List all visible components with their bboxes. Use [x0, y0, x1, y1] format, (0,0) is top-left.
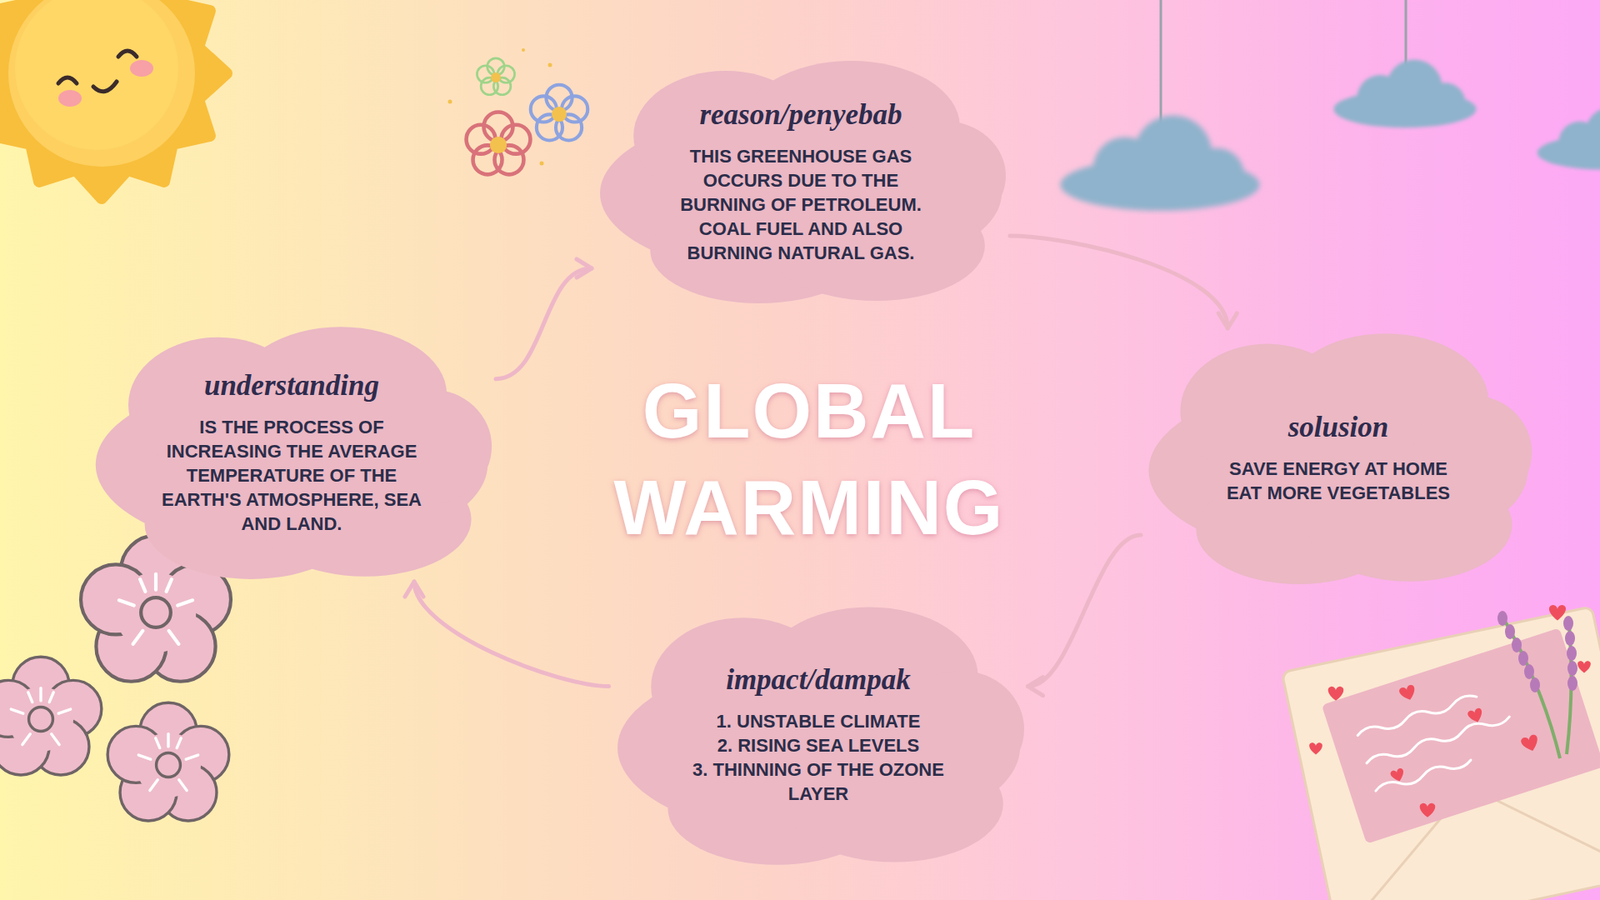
cloud-box: understanding IS THE PROCESS OF INCREASIN…	[87, 321, 496, 582]
connector-arrow	[495, 259, 592, 380]
scattered-hearts	[1309, 605, 1591, 818]
envelope-illustration-part-part	[1390, 767, 1406, 784]
connector-line	[495, 268, 592, 380]
cloud-heading: impact/dampak	[684, 662, 953, 698]
cloud-heading: solusion	[1213, 410, 1464, 445]
hanging-clouds-part	[1405, 0, 1408, 69]
cloud-content: solusionSAVE ENERGY AT HOMEEAT MORE VEGE…	[1211, 410, 1465, 505]
connector-arrow	[1028, 535, 1142, 696]
arrow-head	[576, 259, 592, 278]
cloud-content: understanding IS THE PROCESS OF INCREASIN…	[160, 368, 423, 536]
cloud-body-text: 1. UNSTABLE CLIMATE	[684, 709, 953, 734]
doodle-flowers-part	[466, 111, 531, 175]
cloud-body-text: IS THE PROCESS OF INCREASING THE AVERAGE…	[160, 415, 423, 536]
hanging-clouds-part	[1060, 115, 1260, 210]
doodle-flowers-part	[530, 85, 589, 141]
scattered-hearts-part	[1420, 803, 1436, 818]
doodle-flowers-part	[476, 58, 515, 95]
connector-arrow	[1010, 235, 1237, 329]
lavender-sprig	[1497, 610, 1578, 759]
lavender-sprig-part-part	[1518, 650, 1529, 666]
doodle-flowers-part-part	[448, 100, 453, 105]
doodle-flowers	[448, 48, 589, 175]
lavender-sprig-part-part	[1566, 645, 1577, 661]
connector-line	[1028, 535, 1142, 687]
lavender-sprig-part-part	[1567, 660, 1578, 676]
pink-flowers-part	[0, 656, 102, 775]
lavender-sprig-part-part	[1511, 637, 1522, 653]
lavender-sprig-part-part	[1530, 677, 1540, 693]
envelope-illustration	[1281, 606, 1600, 900]
envelope-illustration-part-part-part	[1356, 692, 1479, 740]
arrow-head	[1218, 313, 1237, 329]
envelope-illustration-part	[1281, 606, 1600, 900]
connector-line	[414, 581, 610, 687]
cloud-heading: understanding	[160, 368, 423, 404]
connector-arrow	[405, 581, 610, 687]
cloud-body-text: 2. RISING SEA LEVELS	[684, 733, 953, 758]
pink-flowers-part	[107, 702, 230, 821]
envelope-illustration-part	[1321, 627, 1600, 844]
cloud-body-text: SAVE ENERGY AT HOME	[1213, 456, 1464, 481]
sun-illustration-part	[118, 50, 137, 57]
lavender-sprig-part-part	[1567, 675, 1578, 691]
cloud-heading: reason/penyebab	[666, 97, 935, 133]
sun-illustration-part	[0, 0, 227, 199]
hanging-clouds	[1060, 0, 1600, 211]
envelope-illustration-part-part-part	[1374, 755, 1472, 795]
envelope-illustration-part-part	[1398, 684, 1418, 703]
doodle-flowers-part	[448, 48, 553, 166]
sun-illustration-part	[15, 0, 179, 150]
envelope-illustration-part-part-part	[1365, 712, 1511, 767]
doodle-flowers-part-part	[540, 161, 545, 166]
sun-illustration-part	[130, 60, 154, 77]
sun-illustration-part	[93, 81, 117, 92]
envelope-illustration-part-part	[1466, 707, 1485, 725]
lavender-sprig-part-part	[1497, 610, 1508, 626]
hanging-clouds-part	[1160, 0, 1163, 124]
lavender-sprig-part-part	[1565, 630, 1575, 646]
connector-line	[1010, 235, 1228, 329]
scattered-hearts-part	[1549, 605, 1566, 620]
lavender-sprig-part-part	[1563, 615, 1574, 631]
cloud-body-text: THIS GREENHOUSE GAS OCCURS DUE TO THE BU…	[666, 144, 935, 265]
cloud-box: impact/dampak 1. UNSTABLE CLIMATE2. RISIN…	[609, 601, 1029, 868]
cloud-body-text: EAT MORE VEGETABLES	[1213, 480, 1464, 505]
sun-illustration	[0, 0, 227, 199]
diagram-title: GLOBAL WARMING	[600, 362, 1018, 556]
arrow-head	[405, 581, 424, 597]
cloud-content: impact/dampak 1. UNSTABLE CLIMATE2. RISIN…	[684, 662, 953, 806]
cloud-shape	[609, 601, 1029, 868]
hanging-clouds-part	[1537, 107, 1600, 170]
sun-illustration-part	[8, 0, 195, 167]
doodle-flowers-part-part	[548, 63, 553, 68]
scattered-hearts-part	[1309, 742, 1323, 755]
envelope-illustration-part-part	[1520, 733, 1541, 754]
cloud-content: reason/penyebabTHIS GREENHOUSE GAS OCCUR…	[666, 97, 935, 265]
doodle-flowers-part-part	[521, 48, 525, 52]
envelope-illustration-part-part	[1356, 685, 1520, 795]
scattered-hearts-part	[1577, 660, 1591, 673]
envelope-illustration-part-part	[1321, 627, 1600, 844]
cloud-box: reason/penyebabTHIS GREENHOUSE GAS OCCUR…	[591, 55, 1010, 306]
cloud-body-text: 3. THINNING OF THE OZONE LAYER	[684, 757, 953, 806]
sun-illustration-part	[58, 90, 82, 107]
pink-flowers	[0, 535, 231, 821]
arrow-head	[1028, 677, 1044, 696]
hanging-clouds-part	[1333, 59, 1476, 128]
lavender-sprig-part-part	[1524, 664, 1535, 680]
lavender-sprig-part-part	[1505, 624, 1515, 640]
scattered-hearts-part	[1328, 686, 1345, 701]
lavender-sprig-part	[1497, 610, 1578, 693]
cloud-shape	[1140, 328, 1536, 587]
sun-illustration-part	[58, 77, 77, 84]
cloud-box: solusionSAVE ENERGY AT HOMEEAT MORE VEGE…	[1140, 328, 1536, 587]
lavender-sprig-part	[1500, 612, 1560, 759]
